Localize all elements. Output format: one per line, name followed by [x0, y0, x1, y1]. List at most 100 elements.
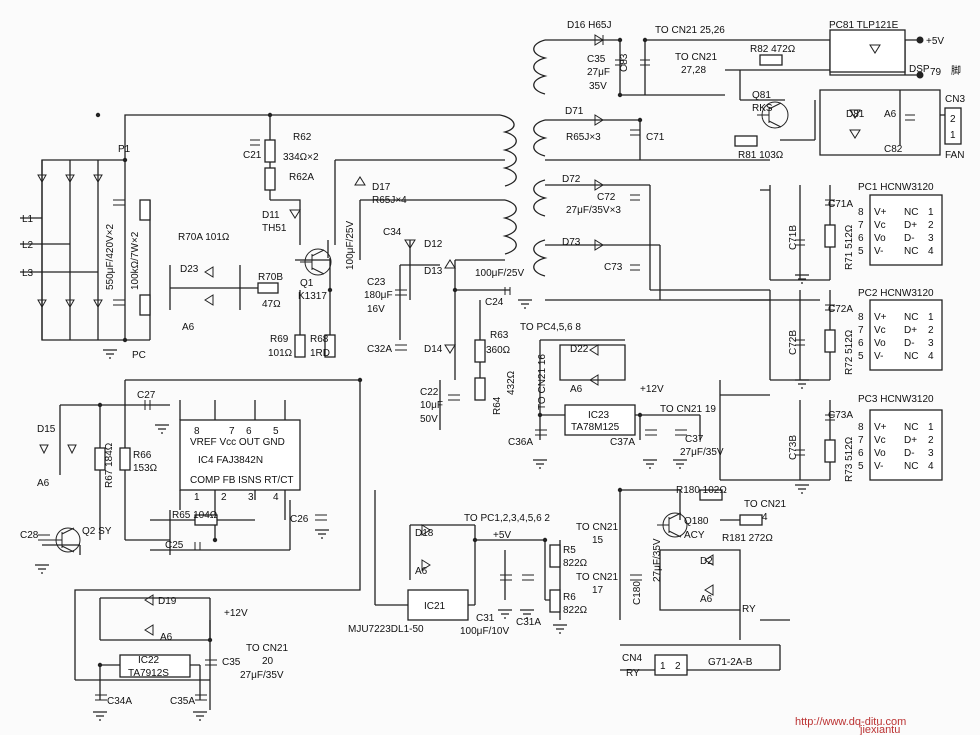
label-cn3: CN3	[945, 94, 965, 105]
label-ic4-vref: VREF Vcc OUT GND	[190, 437, 285, 448]
label-c26: C26	[290, 514, 309, 525]
pc3-pin: 4	[928, 461, 934, 472]
pc-pin-label: D+	[904, 220, 917, 231]
label-to-cn21-16: TO CN21 16	[537, 354, 548, 410]
label-c73b: C73B	[788, 435, 799, 460]
pc-pin-label: D-	[904, 448, 915, 459]
pc-pin-label: Vc	[874, 435, 886, 446]
label-to-cn21-2728b: 27,28	[681, 65, 706, 76]
label-a6-4: A6	[37, 478, 50, 489]
label-r63-val: 360Ω	[486, 345, 511, 356]
pc-pin-label: V-	[874, 351, 883, 362]
label-v12-2: +12V	[224, 608, 248, 619]
r72-body	[824, 329, 836, 353]
label-ic21: IC21	[424, 601, 446, 612]
label-c71b: C71B	[788, 225, 799, 250]
label-c27: C27	[137, 390, 156, 401]
label-c72: C72	[597, 192, 616, 203]
label-dsp-pin: 79	[930, 67, 942, 78]
label-th51: TH51	[262, 223, 287, 234]
pc2-pin: 8	[858, 312, 864, 323]
label-d17-val: R65J×4	[372, 195, 407, 206]
cn3-pin: 2	[950, 114, 956, 125]
label-to-cn21-4b: 4	[762, 512, 768, 523]
label-g71: G71-2A-B	[708, 657, 753, 668]
pc2-pin: 3	[928, 338, 934, 349]
label-c35-bot-val: 27μF/35V	[240, 670, 284, 681]
resistor-body	[139, 294, 151, 316]
label-ic22: IC22	[138, 655, 160, 666]
label-c73: C73	[604, 262, 623, 273]
r64-body	[474, 377, 486, 401]
label-d2: D2	[700, 556, 713, 567]
label-c23-val: 180μF	[364, 290, 393, 301]
label-pc1: PC1 HCNW3120	[858, 182, 934, 193]
label-c-bulk: 550μF/420V×2	[105, 223, 116, 290]
label-fan: FAN	[945, 150, 964, 161]
label-r64: R64	[492, 396, 503, 415]
label-r63: R63	[490, 330, 509, 341]
label-r180: R180 102Ω	[676, 485, 727, 496]
label-r6: R6	[563, 592, 576, 603]
r62a-body	[264, 167, 276, 191]
label-c35-top-val: 27μF	[587, 67, 610, 78]
label-c32a: C32A	[367, 344, 392, 355]
cn4-pin: 2	[675, 661, 681, 672]
label-dsp: DSP	[909, 64, 930, 75]
label-r72: R72 512Ω	[844, 329, 855, 375]
label-d73: D73	[562, 237, 581, 248]
label-plus5v-2: +5V	[493, 530, 511, 541]
r70b-body	[257, 282, 279, 294]
label-r70a: R70A 101Ω	[178, 232, 230, 243]
label-to-cn21-2526: TO CN21 25,26	[655, 25, 725, 36]
label-ic4-comp: COMP FB ISNS RT/CT	[190, 475, 294, 486]
pc-pin-label: D+	[904, 325, 917, 336]
label-c36a: C36A	[508, 437, 533, 448]
pc1-pin: 3	[928, 233, 934, 244]
label-d17: D17	[372, 182, 391, 193]
label-ry: RY	[742, 604, 756, 615]
r68-body	[324, 334, 336, 358]
label-r62: R62	[293, 132, 312, 143]
label-watermark: http://www.dq-ditu.com	[795, 716, 906, 728]
label-l3: L3	[22, 268, 34, 279]
pc3-pin: 7	[858, 435, 864, 446]
label-d22: D22	[570, 344, 589, 355]
ic4-pin-7: 7	[229, 426, 235, 437]
label-q2: Q2 SY	[82, 526, 112, 537]
label-r62-val: 334Ω×2	[283, 152, 319, 163]
capacitor-symbols	[38, 59, 915, 701]
label-k1317: K1317	[298, 291, 327, 302]
pc1-body	[869, 194, 943, 266]
r65-body	[194, 514, 218, 526]
pc-pin-label: Vo	[874, 338, 886, 349]
pc-pin-label: V+	[874, 207, 887, 218]
pc-pin-label: V+	[874, 422, 887, 433]
r71-body	[824, 224, 836, 248]
r69-body	[294, 334, 306, 358]
pc1-pin: 6	[858, 233, 864, 244]
label-c71: C71	[646, 132, 665, 143]
ic4-pin-numbers: 8 7 6 5 1 2 3 4	[194, 426, 279, 503]
label-d15: D15	[37, 424, 56, 435]
label-c24: C24	[485, 297, 504, 308]
pc-pin-label: NC	[904, 246, 918, 257]
pc-pin-label: Vo	[874, 233, 886, 244]
label-rks: RKS	[752, 103, 773, 114]
label-c31-val: 100μF/10V	[460, 626, 509, 637]
pc-pin-label: V-	[874, 246, 883, 257]
label-pc81: PC81 TLP121E	[829, 20, 899, 31]
label-c35-top-v: 35V	[589, 81, 607, 92]
pc1-pin: 5	[858, 246, 864, 257]
label-c72a: C72A	[828, 304, 853, 315]
label-q1: Q1	[300, 278, 314, 289]
r82-body	[759, 54, 783, 66]
label-to-cn21-15: TO CN21	[576, 522, 618, 533]
label-r67: R67 184Ω	[104, 442, 115, 488]
pc1-pin: 1	[928, 207, 934, 218]
pc-pin-label: D+	[904, 435, 917, 446]
label-c22-val: 10μF	[420, 400, 443, 411]
label-p1: P1	[118, 144, 131, 155]
